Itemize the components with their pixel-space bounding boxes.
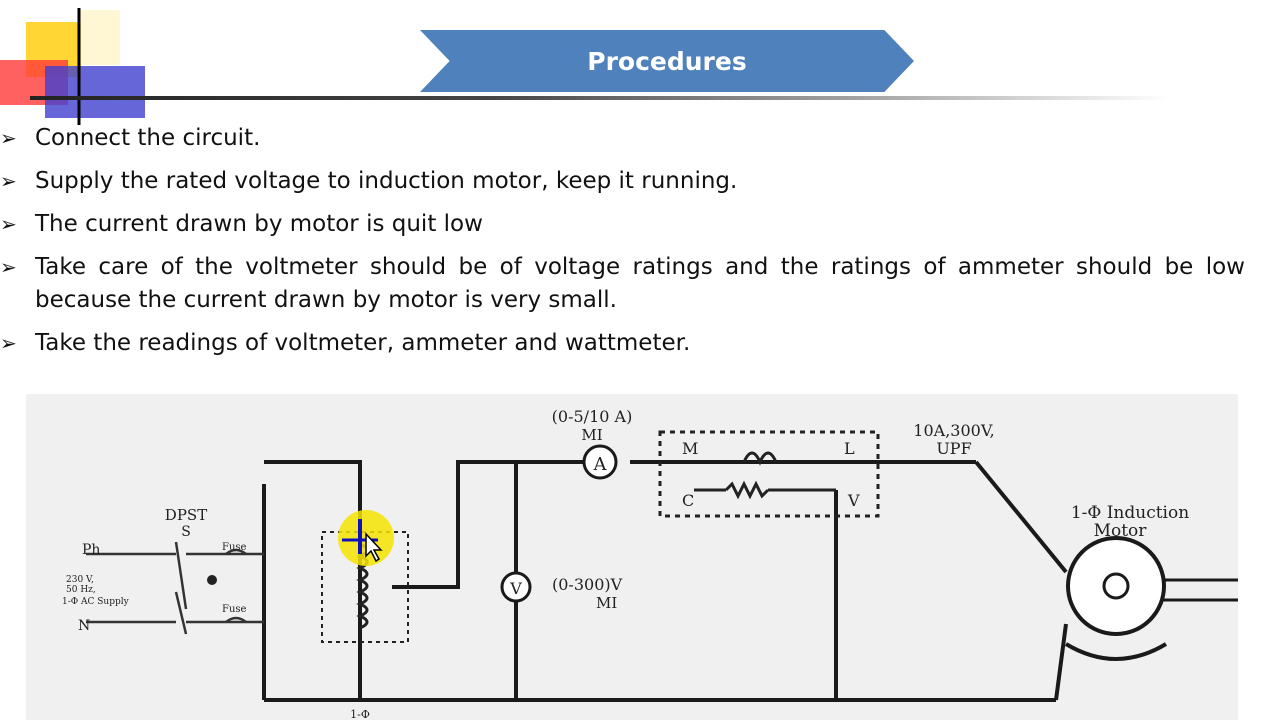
bullet-text: Connect the circuit. bbox=[35, 125, 261, 151]
header-rule bbox=[30, 96, 1170, 100]
neutral-label: N bbox=[78, 618, 90, 634]
bullet-text: Supply the rated voltage to induction mo… bbox=[35, 168, 738, 194]
switch-label: DPST bbox=[165, 506, 207, 524]
phase-label: Ph bbox=[82, 542, 100, 558]
motor-label: 1-Φ Induction bbox=[1071, 503, 1189, 523]
ammeter-type-label: MI bbox=[581, 426, 602, 444]
supply-type-label: 1-Φ AC Supply bbox=[62, 597, 130, 607]
bullet-text: Take care of the voltmeter should be of … bbox=[35, 254, 1245, 313]
bullet-item: ➢ The current drawn by motor is quit low bbox=[0, 208, 1245, 241]
bullet-list: ➢ Connect the circuit. ➢ Supply the rate… bbox=[0, 122, 1245, 370]
bullet-arrow-icon: ➢ bbox=[0, 169, 17, 193]
ammeter-symbol: A bbox=[593, 454, 608, 475]
voltmeter-symbol: V bbox=[509, 579, 522, 598]
bullet-item: ➢ Take the readings of voltmeter, ammete… bbox=[0, 327, 1245, 360]
autotransformer-label: 1-Φ bbox=[350, 708, 370, 720]
wattmeter-v-terminal: V bbox=[847, 491, 860, 510]
logo-decoration bbox=[0, 0, 150, 125]
bullet-arrow-icon: ➢ bbox=[0, 212, 17, 236]
bullet-item: ➢ Take care of the voltmeter should be o… bbox=[0, 251, 1245, 317]
bullet-arrow-icon: ➢ bbox=[0, 331, 17, 355]
ammeter-range-label: (0-5/10 A) bbox=[552, 407, 633, 426]
circuit-svg: A V DPST S Ph N 230 V, 50 Hz, 1-Φ AC Sup… bbox=[62, 407, 1238, 720]
supply-frequency-label: 50 Hz, bbox=[66, 585, 96, 595]
page-title: Procedures bbox=[587, 46, 747, 76]
voltmeter-type-label: MI bbox=[596, 594, 617, 612]
wattmeter-upf-label: UPF bbox=[936, 439, 971, 458]
motor-sub-label: Motor bbox=[1094, 521, 1148, 541]
voltmeter-range-label: (0-300)V bbox=[552, 575, 623, 594]
fuse-label-top: Fuse bbox=[222, 542, 247, 553]
fuse-label-bottom: Fuse bbox=[222, 604, 247, 615]
circuit-diagram: A V DPST S Ph N 230 V, 50 Hz, 1-Φ AC Sup… bbox=[26, 394, 1238, 720]
bullet-text: The current drawn by motor is quit low bbox=[35, 211, 483, 237]
wattmeter-c-terminal: C bbox=[682, 491, 694, 510]
switch-sub-label: S bbox=[181, 524, 191, 540]
wattmeter-rating-label: 10A,300V, bbox=[913, 421, 994, 440]
title-banner: Procedures bbox=[420, 30, 914, 92]
wattmeter-m-terminal: M bbox=[682, 439, 698, 458]
bullet-item: ➢ Connect the circuit. bbox=[0, 122, 1245, 155]
supply-voltage-label: 230 V, bbox=[66, 575, 94, 585]
bullet-text: Take the readings of voltmeter, ammeter … bbox=[35, 330, 691, 356]
bullet-arrow-icon: ➢ bbox=[0, 126, 17, 150]
wattmeter-l-terminal: L bbox=[844, 439, 855, 458]
bullet-item: ➢ Supply the rated voltage to induction … bbox=[0, 165, 1245, 198]
bullet-arrow-icon: ➢ bbox=[0, 255, 17, 279]
